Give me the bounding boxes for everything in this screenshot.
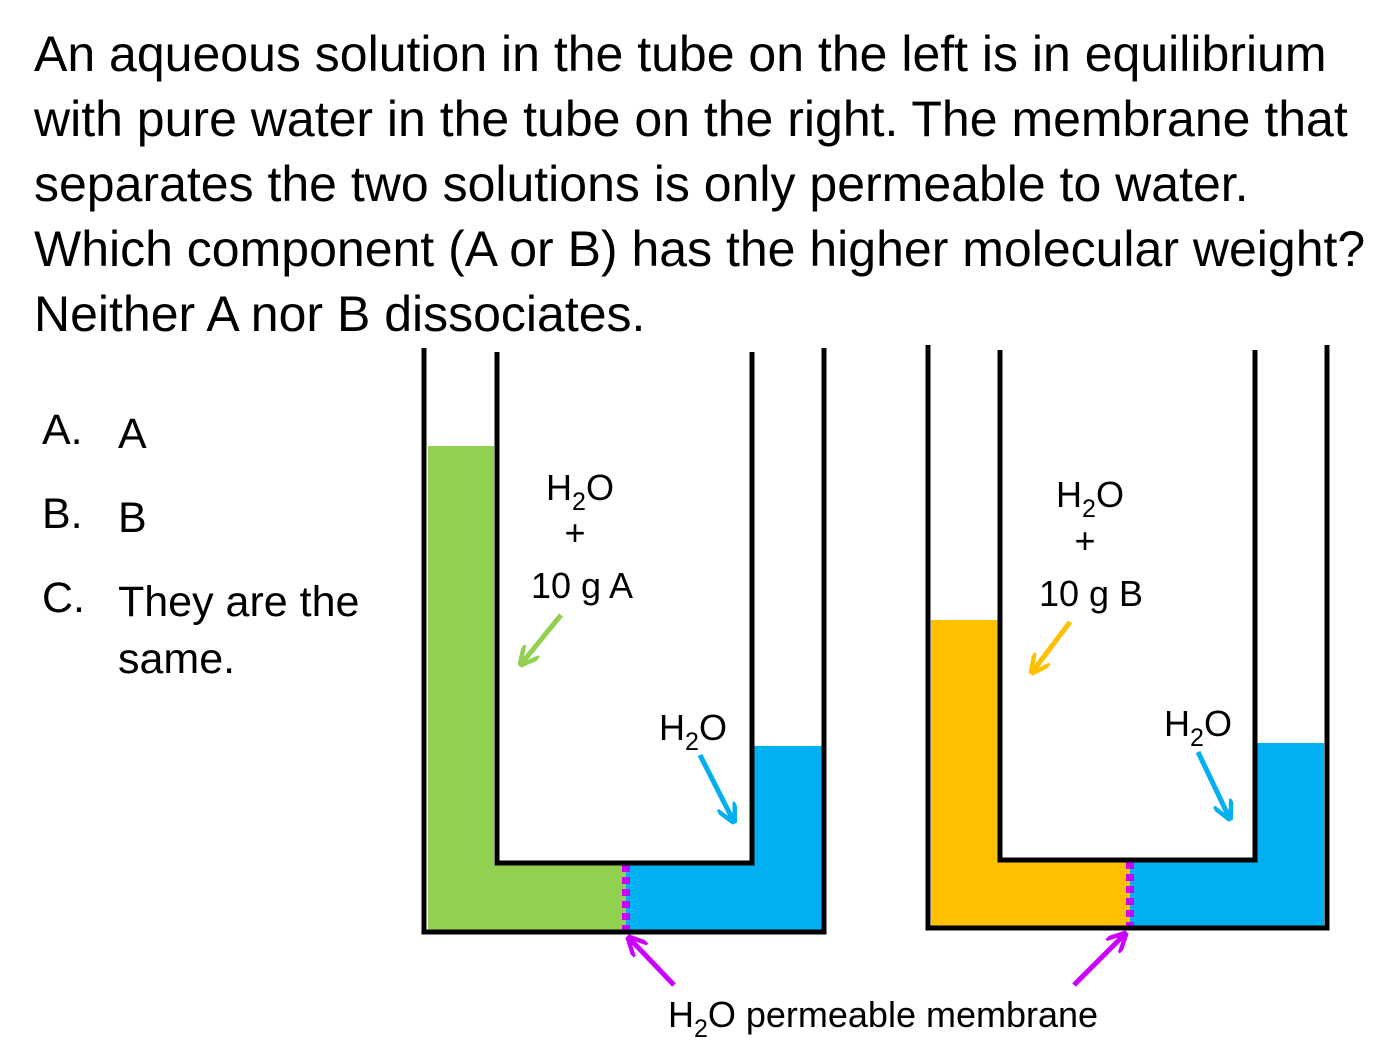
option-a[interactable]: A. A — [42, 406, 402, 463]
option-letter: B. — [42, 490, 83, 538]
left-tube-outer-wall — [421, 348, 827, 935]
option-letter: C. — [42, 574, 85, 622]
left-plus-label: + — [564, 512, 585, 553]
membrane-arrow-left — [630, 939, 676, 987]
option-text: They are the same. — [118, 578, 360, 683]
right-plus-label: + — [1074, 520, 1095, 561]
left-water-label: H2O — [659, 707, 727, 756]
option-c[interactable]: C. They are the same. — [42, 574, 402, 688]
membrane-callout: H2O permeable membrane — [630, 935, 1124, 1043]
question-text: An aqueous solution in the tube on the l… — [34, 26, 1366, 342]
left-solute-label: 10 g A — [531, 565, 633, 606]
option-b[interactable]: B. B — [42, 490, 402, 547]
right-solution-arrow — [1033, 620, 1072, 671]
right-tube-outer-wall — [925, 345, 1330, 931]
left-solution-fill — [428, 446, 626, 932]
option-text: B — [118, 494, 147, 542]
right-tube-inner-wall — [997, 350, 1258, 863]
right-u-tube: H2O + 10 g B H2O — [925, 345, 1330, 931]
left-solvent-label: H2O — [546, 467, 614, 516]
option-letter: A. — [42, 406, 83, 454]
left-water-fill — [626, 746, 822, 932]
left-u-tube: H2O + 10 g A H2O — [421, 348, 827, 935]
left-tube-inner-wall — [494, 352, 755, 866]
right-water-arrow — [1195, 750, 1229, 817]
membrane-arrow-right — [1072, 935, 1124, 987]
right-water-fill — [1130, 743, 1324, 928]
right-solution-fill — [931, 620, 1130, 928]
option-text: A — [118, 410, 147, 458]
membrane-label: H2O permeable membrane — [668, 994, 1098, 1043]
right-solute-label: 10 g B — [1039, 573, 1143, 614]
left-water-arrow — [697, 753, 733, 820]
right-solvent-label: H2O — [1056, 474, 1124, 523]
right-water-label: H2O — [1164, 703, 1232, 752]
left-solution-arrow — [522, 613, 563, 663]
